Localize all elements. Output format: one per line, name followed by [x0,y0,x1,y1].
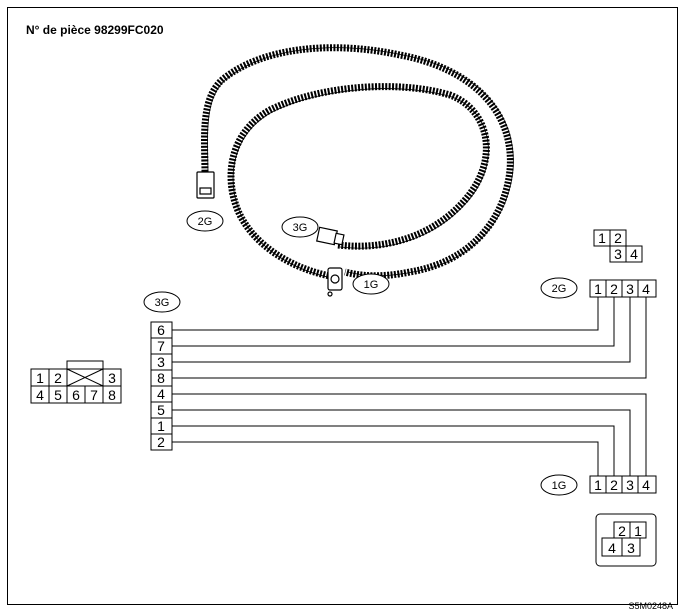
pin-3g-col-row1: 6 [157,322,165,338]
label-1g-schematic: 1G [540,474,578,496]
pin-1g-row-1: 1 [594,477,602,493]
wire-2-to-1g-1 [172,441,599,476]
pin-1g-face-1: 1 [634,523,642,539]
harness-cable-inner [227,83,490,280]
pin-3g-face-7: 7 [90,387,98,403]
pin-3g-face-3: 3 [108,370,116,386]
pin-2g-row-1: 1 [594,281,602,297]
wire-8-to-2g-4 [172,297,647,379]
pin-3g-col-row5: 4 [157,386,165,402]
svg-text:1G: 1G [552,480,567,492]
pin-2g-row-4: 4 [642,281,650,297]
connector-1g-pin-row [589,475,657,494]
pin-3g-face-2: 2 [54,370,62,386]
pin-3g-face-6: 6 [72,387,80,403]
pin-2g-face-4: 4 [630,246,638,262]
wires [172,297,647,476]
connector-3g-pin-column [150,321,173,451]
pin-2g-face-1: 1 [598,230,606,246]
wire-6-to-2g-1 [172,297,599,331]
plug-2g-illustration [196,171,215,199]
pin-1g-row-2: 2 [610,477,618,493]
diagram-frame [7,7,678,605]
part-number-title: N° de pièce 98299FC020 [26,23,164,37]
sensor-1g-illustration [327,267,343,297]
harness-cable-outer [201,44,514,280]
pin-1g-face-3: 3 [627,540,635,556]
wire-7-to-2g-2 [172,297,615,347]
pin-2g-row-2: 2 [610,281,618,297]
pin-1g-row-4: 4 [642,477,650,493]
svg-text:3G: 3G [155,297,170,309]
pin-1g-row-3: 3 [626,477,634,493]
connector-2g-face [593,229,643,263]
figure-code: S5M0248A [628,601,673,611]
connector-3g-face [30,360,122,404]
latch [66,360,104,370]
label-1g-text: 1G [364,279,379,291]
pin-3g-col-row6: 5 [157,402,165,418]
pin-3g-face-8: 8 [108,387,116,403]
wire-5-to-1g-3 [172,409,631,476]
label-1g-oval: 1G [352,273,390,295]
pin-3g-face-5: 5 [54,387,62,403]
label-3g-text: 3G [293,222,308,234]
pin-3g-face-4: 4 [36,387,44,403]
pin-1g-face-2: 2 [618,523,626,539]
label-2g-schematic: 2G [540,277,578,299]
harness-illustration [201,44,514,280]
connector-1g-face [595,513,657,567]
pin-3g-col-row4: 8 [157,370,165,386]
pin-3g-col-row3: 3 [157,354,165,370]
svg-text:2G: 2G [552,283,567,295]
pin-3g-col-row8: 2 [157,434,165,450]
wire-4-to-1g-4 [172,393,647,476]
pin-1g-face-4: 4 [608,540,616,556]
pin-3g-col-row2: 7 [157,338,165,354]
pin-2g-face-2: 2 [614,230,622,246]
label-2g-oval: 2G [186,210,224,232]
pin-3g-face-1: 1 [36,370,44,386]
pin-2g-face-3: 3 [614,246,622,262]
wire-3-to-2g-3 [172,297,631,363]
wire-1-to-1g-2 [172,425,615,476]
pin-3g-col-row7: 1 [157,418,165,434]
label-3g-oval: 3G [281,216,319,238]
plug-3g-illustration [316,226,345,246]
connector-2g-pin-row [589,279,657,298]
label-2g-text: 2G [198,216,213,228]
label-3g-schematic: 3G [143,291,181,313]
pin-2g-row-3: 3 [626,281,634,297]
